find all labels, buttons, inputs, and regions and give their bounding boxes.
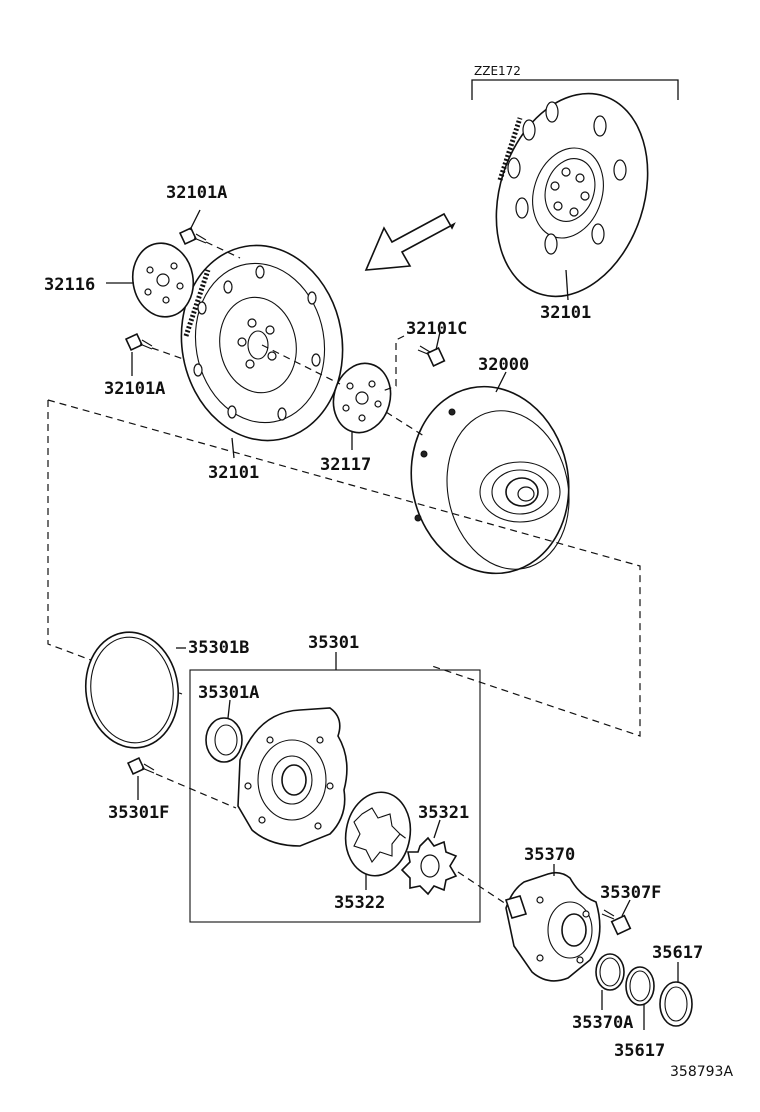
torque-converter-32000[interactable] [394,372,586,588]
part-label-35301F: 35301F [108,803,169,823]
oil-seal-35301A[interactable] [205,717,243,763]
variant-bracket: ZZE172 [471,64,679,100]
part-label-35301B: 35301B [188,638,249,658]
part-label-35321: 35321 [418,803,469,823]
seal-ring-35370A[interactable] [595,953,625,991]
part-label-35301: 35301 [308,633,359,653]
variant-label: ZZE172 [474,64,521,78]
seal-ring-35617-a[interactable] [625,966,655,1006]
drive-gear-35321[interactable] [400,836,458,896]
bolt-35301F[interactable] [126,756,155,776]
part-label-35617-b: 35617 [614,1041,665,1061]
spacer-plate-32117[interactable] [326,357,398,439]
part-label-35307F: 35307F [600,883,661,903]
part-label-32101-left: 32101 [208,463,259,483]
diagram-id: 358793A [670,1064,733,1080]
oil-pump-body[interactable] [237,707,348,847]
spacer-plate-32116[interactable] [127,238,199,321]
part-label-32101A-top: 32101A [166,183,227,203]
pump-cover-35370[interactable] [504,871,601,982]
part-label-35370A: 35370A [572,1013,633,1033]
part-label-32101C: 32101C [406,319,467,339]
part-label-32000: 32000 [478,355,529,375]
bolt-35307F[interactable] [601,909,632,936]
part-label-32117: 32117 [320,455,371,475]
part-label-35301A: 35301A [198,683,259,703]
part-label-35617-a: 35617 [652,943,703,963]
seal-ring-35617-b[interactable] [659,981,693,1027]
direction-arrow-icon [364,212,456,271]
part-label-35370: 35370 [524,845,575,865]
part-label-32116: 32116 [44,275,95,295]
drive-plate-top[interactable] [471,74,672,316]
o-ring-35301B[interactable] [78,626,185,754]
driven-gear-35322[interactable] [339,787,417,881]
drive-plate-left[interactable] [166,233,358,454]
bolt-32101C[interactable] [417,345,446,367]
bolt-32101A-bottom[interactable] [124,332,153,352]
bolt-32101A-top[interactable] [178,226,207,246]
part-label-35322: 35322 [334,893,385,913]
part-label-32101-top: 32101 [540,303,591,323]
assembly-box-35301 [189,669,481,923]
part-label-32101A-bottom: 32101A [104,379,165,399]
